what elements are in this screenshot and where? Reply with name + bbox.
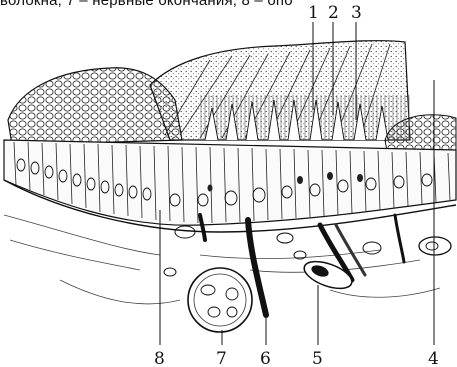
epithelial-layer — [4, 140, 456, 225]
nerve-fiber-4 — [395, 215, 404, 262]
label-4: 4 — [428, 349, 439, 367]
blood-vessel — [188, 268, 252, 332]
label-7: 7 — [216, 349, 227, 367]
capillaries — [164, 226, 381, 276]
label-6: 6 — [260, 349, 271, 367]
label-1: 1 — [308, 3, 319, 23]
label-3: 3 — [351, 3, 362, 23]
label-8: 8 — [154, 349, 165, 367]
nerve-ending-4 — [419, 237, 451, 255]
nerve-ending-5 — [301, 256, 356, 294]
label-2: 2 — [328, 3, 339, 23]
label-5: 5 — [312, 349, 323, 367]
nerve-fiber-5b — [336, 225, 365, 275]
